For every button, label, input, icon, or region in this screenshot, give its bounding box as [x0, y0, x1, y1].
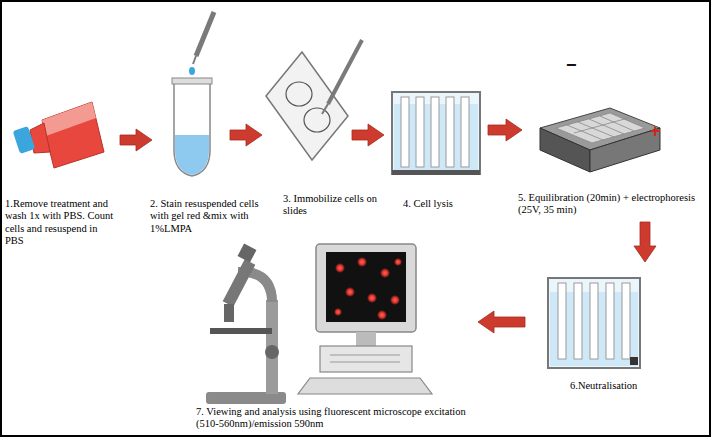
lysis-tank-part [446, 97, 454, 167]
computer-monitor-part [345, 287, 355, 297]
flow-arrow [634, 222, 656, 262]
glass-slide-part [266, 52, 348, 160]
fluorescence-microscope-part [228, 262, 250, 304]
computer-monitor-part [356, 332, 376, 346]
centrifuge-tube [172, 12, 214, 176]
electrophoresis-tank-part [578, 122, 614, 137]
electrophoresis-tank-part [567, 125, 603, 140]
neutralisation-tank-part [548, 278, 640, 368]
step-caption: 5. Equilibration (20min) + electrophores… [518, 192, 706, 217]
culture-flask-part [42, 102, 96, 136]
neutralisation-tank-part [606, 283, 614, 359]
glass-slide-part [322, 104, 328, 114]
centrifuge-tube-part [174, 82, 210, 176]
computer-monitor-part [335, 263, 345, 273]
glass-slide [266, 40, 362, 160]
electrophoresis-tank-part [600, 116, 634, 131]
computer-monitor [298, 244, 432, 394]
step-caption: 1.Remove treatment and wash 1x with PBS.… [5, 198, 117, 248]
computer-monitor-part [316, 244, 416, 332]
centrifuge-tube-part [193, 56, 196, 64]
computer-monitor-part [330, 355, 400, 356]
centrifuge-tube-part [172, 78, 212, 84]
fluorescence-microscope-part [224, 304, 234, 322]
computer-monitor-part [298, 378, 432, 394]
lysis-tank-part [461, 97, 469, 167]
computer-monitor-part [390, 295, 400, 305]
culture-flask [13, 102, 104, 168]
step-caption: 6.Neutralisation [570, 380, 660, 392]
computer-monitor-part [326, 252, 406, 322]
process-step: 4. Cell lysis [386, 86, 486, 180]
lysis-tank [392, 92, 480, 175]
polarity-sign: + [650, 122, 661, 140]
glass-slide-part [304, 108, 330, 132]
computer-monitor-part [394, 258, 402, 266]
fluorescence-microscope-part [266, 300, 278, 394]
neutralisation-tank-part [574, 283, 582, 359]
neutralisation-tank-part [630, 357, 638, 365]
process-step: 2. Stain resuspended cells with gel red … [154, 10, 228, 178]
fluorescence-microscope-part [210, 328, 272, 334]
culture-flask-part [13, 126, 36, 154]
fluorescence-microscope [206, 244, 286, 404]
lysis-tank-part [392, 92, 480, 174]
computer-monitor-part [357, 257, 367, 267]
step-caption: 3. Immobilize cells on slides [283, 193, 378, 218]
computer-monitor-part [367, 293, 377, 303]
process-step: 3. Immobilize cells on slides [264, 30, 350, 162]
computer-monitor-part [380, 268, 390, 278]
glass-slide-part [286, 82, 312, 106]
computer-monitor-part [330, 362, 400, 363]
computer-monitor-part [320, 346, 412, 372]
step-caption: 2. Stain resuspended cells with gel red … [150, 198, 272, 235]
centrifuge-tube-part [196, 12, 214, 56]
lysis-tank-part [416, 97, 424, 167]
lysis-tank-part [401, 97, 409, 167]
process-step: 6.Neutralisation [527, 264, 660, 374]
computer-monitor-part [377, 310, 387, 320]
centrifuge-tube-part [175, 135, 209, 175]
flow-arrow [478, 311, 525, 333]
neutralisation-tank-part [622, 283, 630, 359]
electrophoresis-tank-part [574, 118, 628, 133]
polarity-sign: − [566, 56, 577, 74]
flow-arrow [230, 124, 262, 146]
flow-arrow [352, 124, 384, 146]
lysis-tank-part [431, 97, 439, 167]
computer-monitor-part [334, 308, 342, 316]
centrifuge-tube-part [189, 67, 195, 75]
electrophoresis-tank-part [556, 113, 645, 143]
neutralisation-tank-part [590, 283, 598, 359]
flow-arrow [488, 119, 522, 141]
neutralisation-tank-part [558, 283, 566, 359]
fluorescence-microscope-part [238, 244, 257, 263]
process-step: 5. Equilibration (20min) + electrophores… [524, 58, 668, 220]
lysis-tank-part [392, 170, 480, 175]
electrophoresis-tank [540, 108, 660, 172]
process-step: 7. Viewing and analysis using fluorescen… [196, 240, 476, 406]
glass-slide-part [328, 40, 362, 104]
culture-flask-part [42, 102, 104, 168]
flow-arrow [120, 129, 152, 151]
step-caption: 4. Cell lysis [403, 198, 483, 210]
step-caption: 7. Viewing and analysis using fluorescen… [196, 406, 466, 431]
neutralisation-tank [548, 278, 640, 368]
process-step: 1.Remove treatment and wash 1x with PBS.… [8, 88, 118, 172]
electrophoresis-tank-part [589, 119, 624, 134]
fluorescence-microscope-part [265, 345, 279, 359]
